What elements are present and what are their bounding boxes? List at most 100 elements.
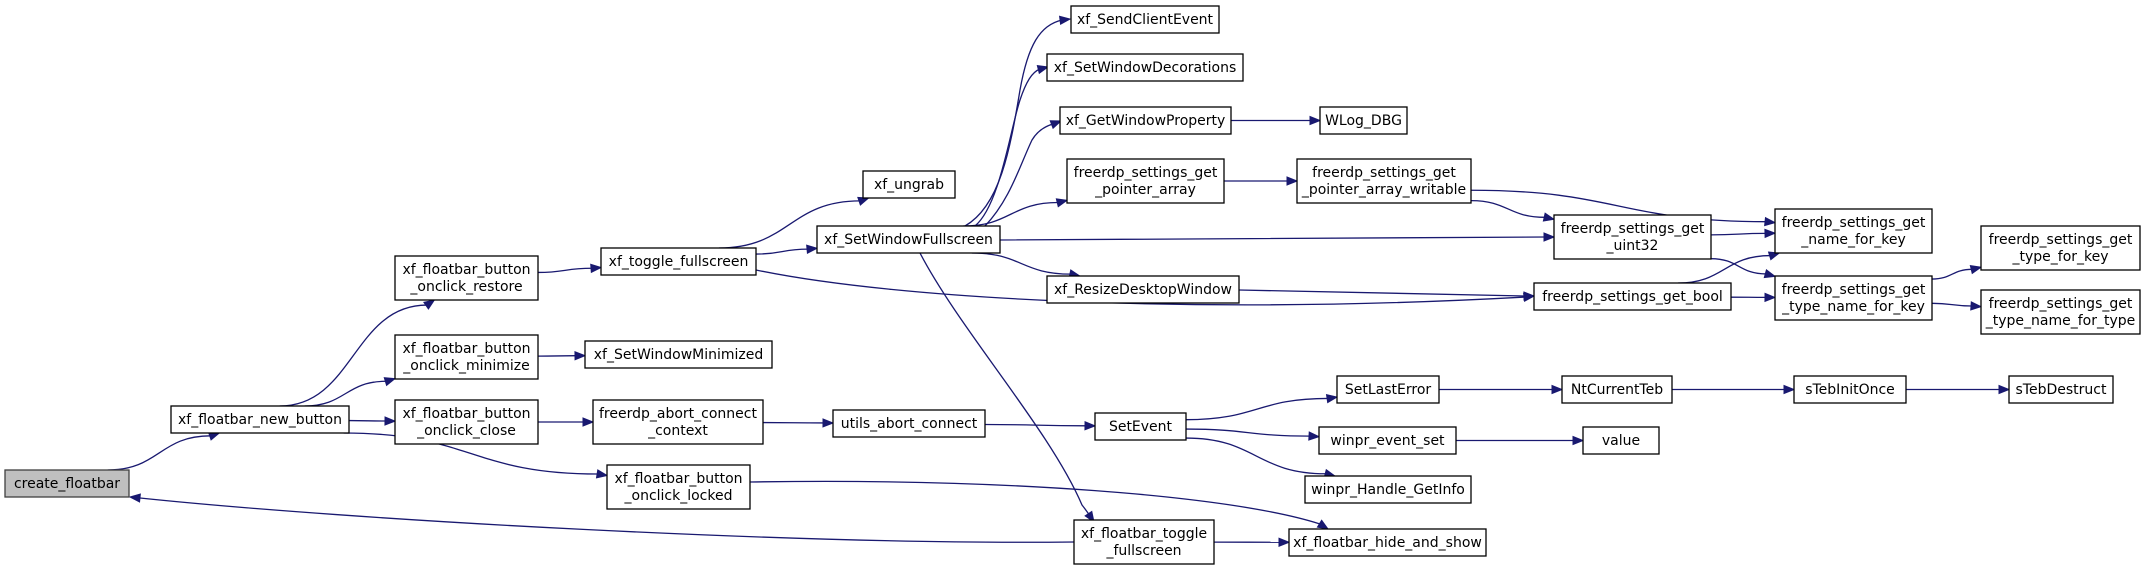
edge-utils_abort_connect-to-SetEvent: [984, 421, 1097, 431]
node-label: sTebInitOnce: [1805, 382, 1895, 398]
node-SetLastError[interactable]: SetLastError: [1336, 375, 1440, 404]
edge-winpr_event_set-to-value: [1456, 435, 1585, 446]
edge-get_pointer_array_writable-to-get_uint32: [1470, 199, 1556, 222]
node-label: xf_floatbar_button: [402, 262, 530, 278]
node-get-pointer-array[interactable]: freerdp_settings_get_pointer_array: [1066, 158, 1225, 204]
node-box: [2008, 375, 2114, 404]
node-label: xf_SetWindowDecorations: [1054, 60, 1237, 76]
node-get-type-for-key[interactable]: freerdp_settings_get_type_for_key: [1980, 225, 2141, 271]
node-label: SetEvent: [1109, 419, 1173, 435]
node-NtCurrentTeb[interactable]: NtCurrentTeb: [1561, 375, 1673, 404]
node-get-bool[interactable]: freerdp_settings_get_bool: [1533, 282, 1732, 311]
node-get-name-for-key[interactable]: freerdp_settings_get_name_for_key: [1774, 208, 1933, 254]
node-label: winpr_Handle_GetInfo: [1311, 482, 1465, 498]
node-label: _onclick_locked: [624, 488, 733, 504]
node-label: xf_ungrab: [874, 177, 944, 193]
edge-get_type_name_for_key-to-get_type_name_for_type: [1931, 301, 1983, 311]
edge-xf_toggle_fullscreen-to-xf_ungrab: [718, 196, 870, 249]
edge-onclick_close-to-abort_connect_context: [537, 417, 595, 427]
node-box: [606, 464, 751, 510]
node-box: [1561, 375, 1673, 404]
edge-xf_ResizeDesktopWindow-to-get_bool: [1238, 289, 1536, 301]
node-label: _name_for_key: [1800, 232, 1905, 248]
node-box: [600, 247, 757, 276]
node-label: WLog_DBG: [1325, 113, 1402, 129]
node-winpr-Handle-GetInfo[interactable]: winpr_Handle_GetInfo: [1304, 475, 1472, 504]
node-label: create_floatbar: [14, 476, 120, 492]
node-box: [1059, 106, 1232, 135]
edge-get_type_name_for_key-to-get_type_for_key: [1931, 265, 1983, 280]
node-box: [1980, 225, 2141, 271]
node-xf-floatbar-new-button[interactable]: xf_floatbar_new_button: [170, 405, 350, 434]
node-box: [1980, 289, 2141, 335]
node-value[interactable]: value: [1582, 426, 1660, 455]
node-label: xf_floatbar_toggle: [1081, 526, 1207, 542]
node-label: xf_floatbar_button: [402, 406, 530, 422]
node-onclick-close[interactable]: xf_floatbar_button_onclick_close: [394, 399, 539, 445]
node-xf-SetWindowFullscreen[interactable]: xf_SetWindowFullscreen: [816, 225, 1001, 254]
node-xf-floatbar-hide-and-show[interactable]: xf_floatbar_hide_and_show: [1288, 528, 1487, 557]
node-box: [1304, 475, 1472, 504]
node-box: [1774, 208, 1933, 254]
node-create-floatbar[interactable]: create_floatbar: [4, 469, 130, 498]
node-label: utils_abort_connect: [841, 416, 978, 432]
node-onclick-locked[interactable]: xf_floatbar_button_onclick_locked: [606, 464, 751, 510]
edge-xf_toggle_fullscreen-to-xf_SetWindowFullscreen: [755, 244, 819, 255]
node-onclick-minimize[interactable]: xf_floatbar_button_onclick_minimize: [394, 334, 539, 380]
node-box: [1774, 275, 1933, 321]
node-label: freerdp_settings_get: [1782, 215, 1926, 231]
node-get-type-name-for-key[interactable]: freerdp_settings_get_type_name_for_key: [1774, 275, 1933, 321]
edge-get_bool-to-get_name_for_key: [1678, 251, 1781, 284]
node-label: xf_floatbar_button: [614, 471, 742, 487]
node-label: xf_floatbar_hide_and_show: [1293, 535, 1482, 551]
node-label: xf_GetWindowProperty: [1066, 113, 1226, 129]
edge-get_bool-to-get_type_name_for_key: [1730, 292, 1777, 303]
edge-NtCurrentTeb-to-sTebInitOnce: [1672, 384, 1796, 395]
node-box: [170, 405, 350, 434]
node-box: [1288, 528, 1487, 557]
edge-xf_floatbar_new_button-to-onclick_close: [348, 416, 397, 426]
node-get-pointer-array-writable[interactable]: freerdp_settings_get_pointer_array_writa…: [1296, 158, 1472, 204]
node-box: [1319, 106, 1408, 135]
node-label: xf_SetWindowFullscreen: [824, 232, 993, 248]
node-xf-GetWindowProperty[interactable]: xf_GetWindowProperty: [1059, 106, 1232, 135]
node-xf-SetWindowDecorations[interactable]: xf_SetWindowDecorations: [1046, 53, 1244, 82]
node-label: value: [1602, 433, 1640, 449]
node-box: [1296, 158, 1472, 204]
node-winpr-event-set[interactable]: winpr_event_set: [1318, 426, 1457, 455]
node-label: _onclick_minimize: [402, 358, 530, 374]
node-utils-abort-connect[interactable]: utils_abort_connect: [832, 409, 986, 438]
edge-xf_GetWindowProperty-to-WLog_DBG: [1231, 115, 1322, 126]
node-SetEvent[interactable]: SetEvent: [1094, 412, 1187, 441]
node-label: freerdp_settings_get: [1989, 232, 2133, 248]
node-label: _type_name_for_key: [1781, 299, 1925, 315]
node-get-uint32[interactable]: freerdp_settings_get_uint32: [1553, 214, 1712, 260]
node-label: _pointer_array: [1094, 182, 1196, 198]
node-xf-ungrab[interactable]: xf_ungrab: [862, 170, 956, 199]
edge-create_floatbar-to-xf_floatbar_new_button: [107, 431, 221, 471]
node-get-type-name-for-type[interactable]: freerdp_settings_get_type_name_for_type: [1980, 289, 2141, 335]
node-abort-connect-context[interactable]: freerdp_abort_connect_context: [592, 399, 764, 445]
node-label: _context: [647, 423, 708, 439]
node-label: _uint32: [1606, 238, 1659, 254]
node-box: [1793, 375, 1907, 404]
node-xf-ResizeDesktopWindow[interactable]: xf_ResizeDesktopWindow: [1046, 275, 1240, 304]
edge-xf_floatbar_new_button-to-onclick_locked: [343, 432, 609, 479]
node-xf-toggle-fullscreen[interactable]: xf_toggle_fullscreen: [600, 247, 757, 276]
node-box: [1582, 426, 1660, 455]
node-sTebInitOnce[interactable]: sTebInitOnce: [1793, 375, 1907, 404]
node-floatbar-toggle-fullscreen[interactable]: xf_floatbar_toggle_fullscreen: [1073, 519, 1215, 565]
node-WLog-DBG[interactable]: WLog_DBG: [1319, 106, 1408, 135]
node-xf-SetWindowMinimized[interactable]: xf_SetWindowMinimized: [584, 340, 773, 369]
node-label: _onclick_close: [416, 423, 516, 439]
node-box: [1318, 426, 1457, 455]
node-label: freerdp_abort_connect: [599, 406, 757, 422]
node-xf-SendClientEvent[interactable]: xf_SendClientEvent: [1070, 5, 1220, 34]
node-onclick-restore[interactable]: xf_floatbar_button_onclick_restore: [394, 255, 539, 301]
node-label: _fullscreen: [1105, 543, 1181, 559]
node-label: _onclick_restore: [409, 279, 522, 295]
node-label: SetLastError: [1345, 382, 1432, 398]
node-sTebDestruct[interactable]: sTebDestruct: [2008, 375, 2114, 404]
node-label: _type_name_for_type: [1985, 313, 2136, 329]
edge-onclick_minimize-to-xf_SetWindowMinimized: [537, 350, 587, 361]
